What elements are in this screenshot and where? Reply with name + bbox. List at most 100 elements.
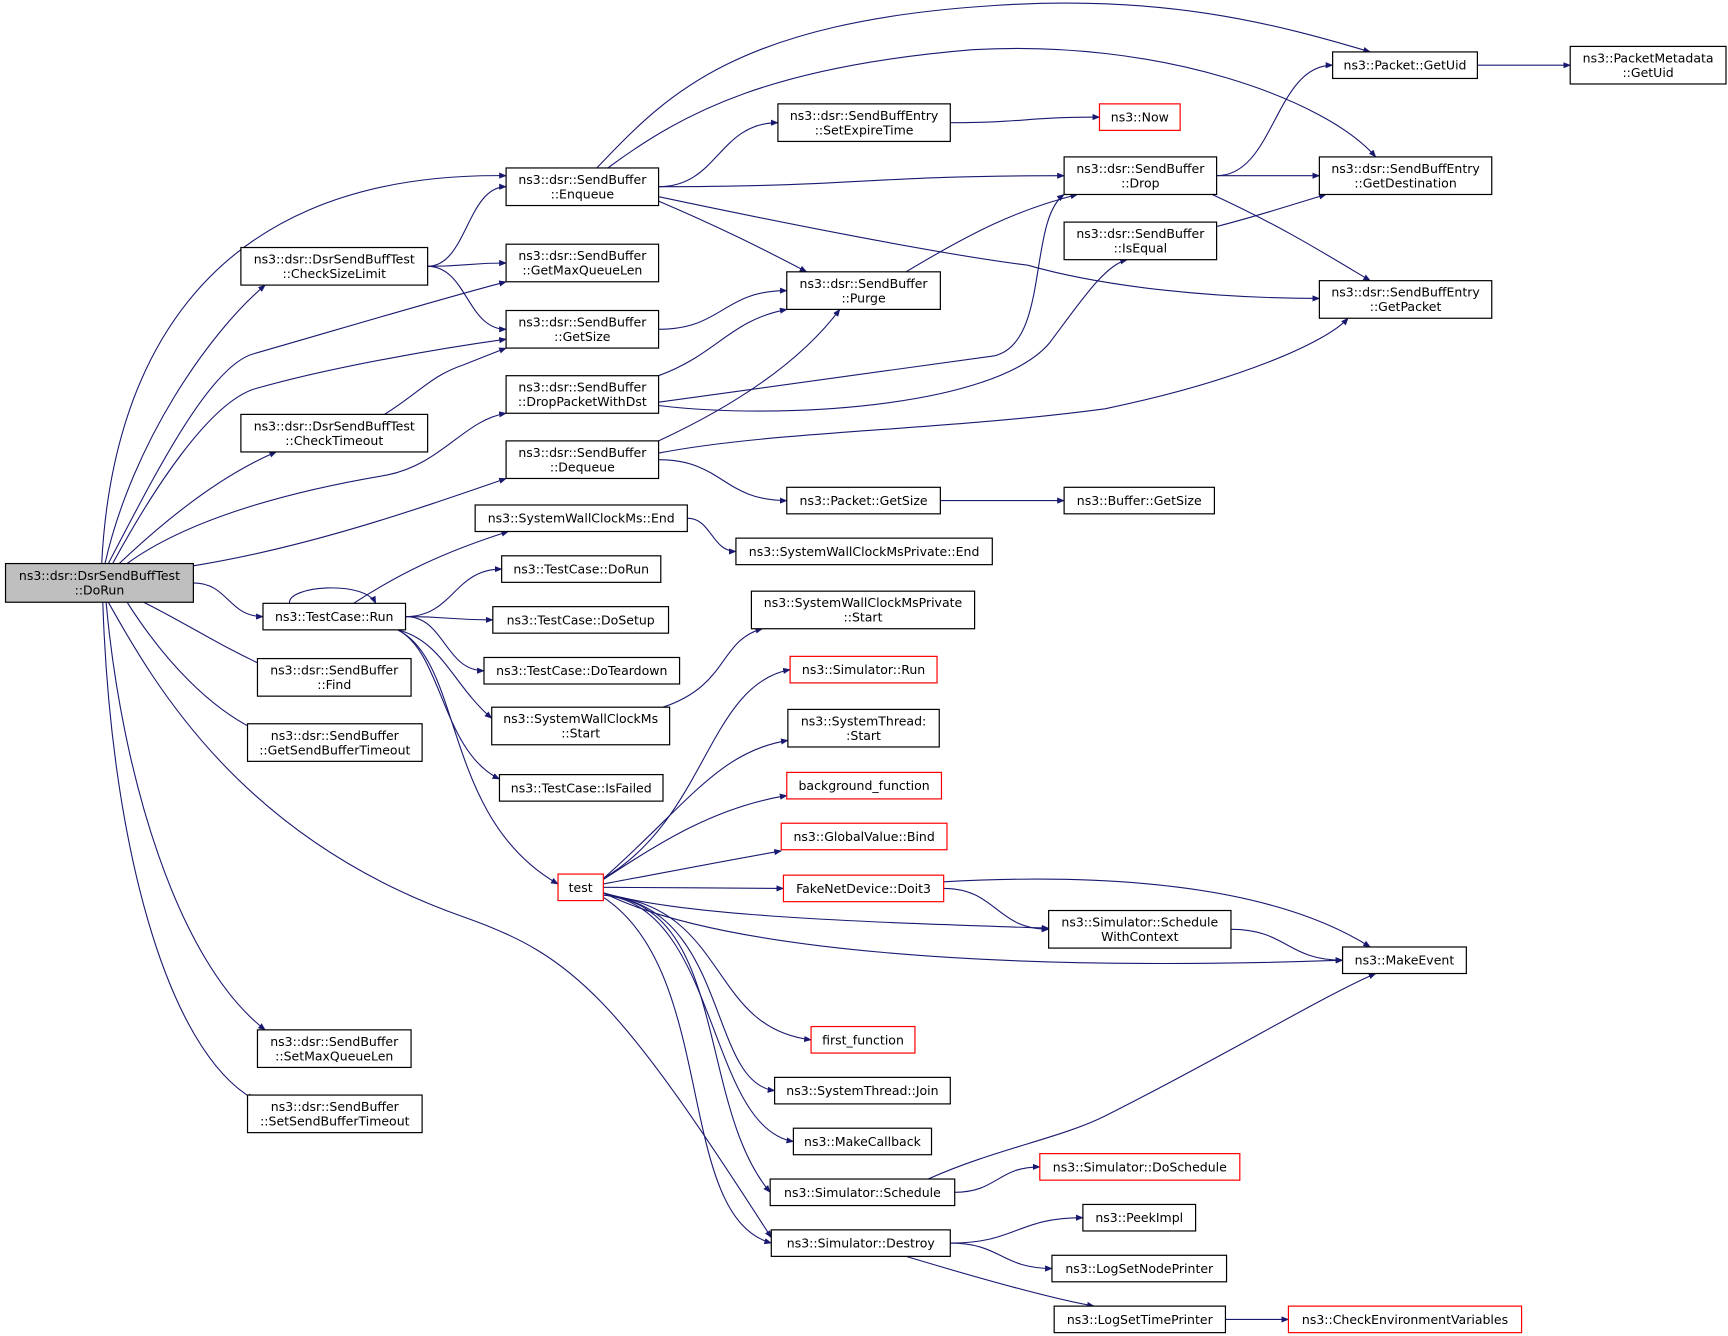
node-label-peekimpl: ns3::PeekImpl xyxy=(1095,1210,1183,1225)
call-edge-test-to-schedule xyxy=(603,894,771,1193)
node-pmgetuid[interactable]: ns3::PacketMetadata::GetUid xyxy=(1569,45,1727,85)
call-edge-root-to-checktimeout xyxy=(118,451,278,564)
node-bufgetsize[interactable]: ns3::Buffer::GetSize xyxy=(1063,486,1215,515)
node-box-bufgetsize xyxy=(1063,486,1215,515)
node-label-setexpire: ::SetExpireTime xyxy=(815,122,914,137)
node-sysprivstart[interactable]: ns3::SystemWallClockMsPrivate::Start xyxy=(750,590,976,630)
node-sysend[interactable]: ns3::SystemWallClockMs::End xyxy=(474,504,688,533)
node-label-setexpire: ns3::dsr::SendBuffEntry xyxy=(790,108,939,123)
node-logtime[interactable]: ns3::LogSetTimePrinter xyxy=(1053,1305,1227,1334)
node-gvbind[interactable]: ns3::GlobalValue::Bind xyxy=(780,822,948,851)
node-schedule[interactable]: ns3::Simulator::Schedule xyxy=(769,1178,956,1207)
node-box-tcteardown xyxy=(483,656,681,685)
node-destroy[interactable]: ns3::Simulator::Destroy xyxy=(770,1229,951,1257)
node-box-checktimeout xyxy=(240,413,429,453)
node-box-getsize xyxy=(505,309,660,349)
call-edge-checksize-to-getmaxq xyxy=(427,259,507,267)
node-label-schedwc: WithContext xyxy=(1101,929,1178,944)
node-label-drop: ::Drop xyxy=(1121,175,1160,190)
node-box-find xyxy=(256,657,412,697)
node-label-enqueue: ::Enqueue xyxy=(551,186,615,201)
node-box-dequeue xyxy=(505,440,660,480)
node-label-threadstart: ns3::SystemThread: xyxy=(801,713,926,728)
call-edge-checksize-to-enqueue xyxy=(427,183,507,267)
call-edge-tcrun-to-test xyxy=(397,629,559,885)
node-doit3[interactable]: FakeNetDevice::Doit3 xyxy=(782,874,945,903)
node-dropdst[interactable]: ns3::dsr::SendBuffer::DropPacketWithDst xyxy=(505,375,660,414)
node-label-checksize: ::CheckSizeLimit xyxy=(282,266,386,281)
call-edge-root-to-setsbt xyxy=(102,602,255,1100)
node-enqueue[interactable]: ns3::dsr::SendBuffer::Enqueue xyxy=(505,167,660,207)
node-peekimpl[interactable]: ns3::PeekImpl xyxy=(1082,1203,1197,1232)
call-edge-isequal-to-getdest xyxy=(1216,193,1327,228)
node-layer: ns3::dsr::DsrSendBuffTest::DoRunns3::dsr… xyxy=(4,45,1727,1334)
node-checkenv[interactable]: ns3::CheckEnvironmentVariables xyxy=(1287,1305,1523,1334)
node-label-sysprivstart: ns3::SystemWallClockMsPrivate xyxy=(764,595,963,610)
node-purge[interactable]: ns3::dsr::SendBuffer::Purge xyxy=(786,271,941,310)
node-box-sysend xyxy=(474,504,688,533)
node-pktgetsize[interactable]: ns3::Packet::GetSize xyxy=(786,486,941,515)
call-edge-tcrun-to-tcteardown xyxy=(405,616,485,674)
node-label-pmgetuid: ::GetUid xyxy=(1622,65,1673,80)
node-setexpire[interactable]: ns3::dsr::SendBuffEntry::SetExpireTime xyxy=(777,103,951,143)
node-setmaxq[interactable]: ns3::dsr::SendBuffer::SetMaxQueueLen xyxy=(256,1029,412,1069)
node-now[interactable]: ns3::Now xyxy=(1098,103,1181,131)
call-edge-test-to-destroy xyxy=(602,896,773,1245)
node-getpacket[interactable]: ns3::dsr::SendBuffEntry::GetPacket xyxy=(1318,280,1493,319)
node-box-now xyxy=(1098,103,1181,131)
node-label-tcsetup: ns3::TestCase::DoSetup xyxy=(507,612,655,627)
node-doschedule[interactable]: ns3::Simulator::DoSchedule xyxy=(1039,1153,1241,1181)
node-checktimeout[interactable]: ns3::dsr::DsrSendBuffTest::CheckTimeout xyxy=(240,413,429,453)
node-getmaxq[interactable]: ns3::dsr::SendBuffer::GetMaxQueueLen xyxy=(505,243,660,283)
node-makecb[interactable]: ns3::MakeCallback xyxy=(792,1127,933,1156)
node-sysstart[interactable]: ns3::SystemWallClockMs::Start xyxy=(491,706,671,746)
node-box-schedule xyxy=(769,1178,956,1207)
node-getdest[interactable]: ns3::dsr::SendBuffEntry::GetDestination xyxy=(1318,156,1493,196)
node-getsbt[interactable]: ns3::dsr::SendBuffer::GetSendBufferTimeo… xyxy=(246,723,423,762)
node-label-checktimeout: ::CheckTimeout xyxy=(285,433,383,448)
node-root[interactable]: ns3::dsr::DsrSendBuffTest::DoRun xyxy=(4,562,194,603)
node-simrun[interactable]: ns3::Simulator::Run xyxy=(789,655,938,684)
call-edge-root-to-enqueue xyxy=(101,172,507,564)
node-tcsetup[interactable]: ns3::TestCase::DoSetup xyxy=(492,606,670,634)
node-find[interactable]: ns3::dsr::SendBuffer::Find xyxy=(256,657,412,697)
node-threadjoin[interactable]: ns3::SystemThread::Join xyxy=(774,1076,951,1105)
call-edge-enqueue-to-purge xyxy=(658,200,808,273)
node-threadstart[interactable]: ns3::SystemThread::Start xyxy=(787,708,940,748)
node-pktgetuid[interactable]: ns3::Packet::GetUid xyxy=(1332,51,1478,80)
node-box-purge xyxy=(786,271,941,310)
node-dequeue[interactable]: ns3::dsr::SendBuffer::Dequeue xyxy=(505,440,660,480)
node-sysprivend[interactable]: ns3::SystemWallClockMsPrivate::End xyxy=(735,537,993,566)
node-tcfailed[interactable]: ns3::TestCase::IsFailed xyxy=(498,774,664,802)
node-getsize[interactable]: ns3::dsr::SendBuffer::GetSize xyxy=(505,309,660,349)
node-box-sysprivend xyxy=(735,537,993,566)
node-setsbt[interactable]: ns3::dsr::SendBuffer::SetSendBufferTimeo… xyxy=(246,1094,423,1134)
node-label-drop: ns3::dsr::SendBuffer xyxy=(1076,161,1205,176)
call-edge-root-to-getsbt xyxy=(126,601,255,730)
node-test[interactable]: test xyxy=(557,873,604,902)
node-label-pktgetsize: ns3::Packet::GetSize xyxy=(800,493,928,508)
node-box-tcfailed xyxy=(498,774,664,802)
node-box-getsbt xyxy=(246,723,423,762)
call-edge-schedule-to-doschedule xyxy=(954,1163,1041,1193)
node-box-bgfunc xyxy=(786,771,943,800)
node-firstfunc[interactable]: first_function xyxy=(810,1025,916,1054)
node-bgfunc[interactable]: background_function xyxy=(786,771,943,800)
node-checksize[interactable]: ns3::dsr::DsrSendBuffTest::CheckSizeLimi… xyxy=(240,246,429,286)
node-makeevent[interactable]: ns3::MakeEvent xyxy=(1341,946,1467,975)
call-edge-enqueue-to-getdest xyxy=(607,47,1377,169)
node-box-setmaxq xyxy=(256,1029,412,1069)
node-tcrun[interactable]: ns3::TestCase::Run xyxy=(262,602,407,631)
node-lognode[interactable]: ns3::LogSetNodePrinter xyxy=(1051,1254,1228,1283)
call-edge-schedule-to-makeevent xyxy=(927,972,1377,1180)
node-label-sysend: ns3::SystemWallClockMs::End xyxy=(488,511,675,526)
node-label-now: ns3::Now xyxy=(1111,110,1169,125)
node-tcdorun[interactable]: ns3::TestCase::DoRun xyxy=(501,555,662,583)
node-box-makeevent xyxy=(1341,946,1467,975)
node-drop[interactable]: ns3::dsr::SendBuffer::Drop xyxy=(1063,156,1218,196)
node-isequal[interactable]: ns3::dsr::SendBuffer::IsEqual xyxy=(1063,221,1218,261)
node-tcteardown[interactable]: ns3::TestCase::DoTeardown xyxy=(483,656,681,685)
call-edge-schedwc-to-makeevent xyxy=(1230,928,1344,964)
